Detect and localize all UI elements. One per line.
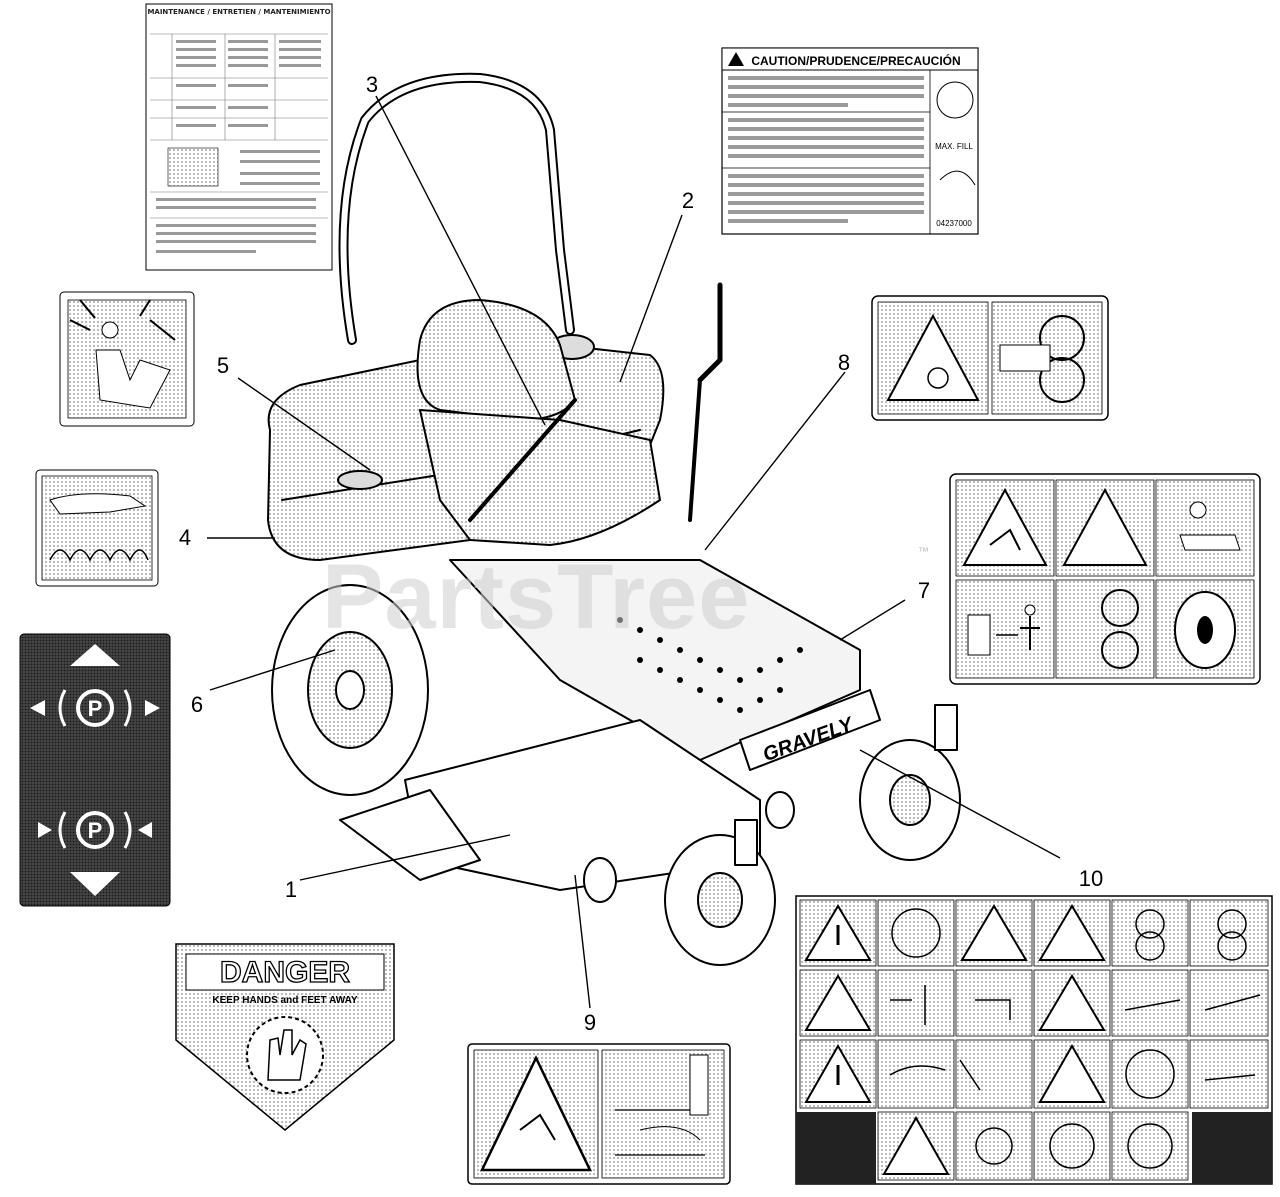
parking-brake-decal: P P <box>19 633 171 907</box>
leader-lines <box>207 95 1061 1009</box>
safety-decal-bottom-two-panel <box>467 1043 731 1185</box>
svg-text:P: P <box>88 696 103 721</box>
maintenance-decal: MAINTENANCE / ENTRETIEN / MANTENIMIENTO <box>145 3 333 271</box>
callout-3: 3 <box>366 72 378 97</box>
callout-2: 2 <box>682 188 694 213</box>
hand-entanglement-decal <box>59 291 195 427</box>
hot-surface-decal <box>35 469 159 587</box>
callout-10: 10 <box>1079 866 1103 891</box>
callout-9: 9 <box>584 1010 596 1035</box>
callout-4: 4 <box>179 525 191 550</box>
callout-5: 5 <box>217 353 229 378</box>
caution-heading: CAUTION/PRUDENCE/PRECAUCIÓN <box>751 53 960 68</box>
caution-part-number: 04237000 <box>936 219 972 228</box>
callout-7: 7 <box>918 578 930 603</box>
maintenance-heading: MAINTENANCE / ENTRETIEN / MANTENIMIENTO <box>147 8 330 16</box>
danger-subtitle: KEEP HANDS and FEET AWAY <box>212 995 358 1006</box>
watermark-trademark: ™ <box>918 546 929 558</box>
safety-decal-grid <box>795 895 1273 1185</box>
safety-decal-two-panel <box>871 295 1109 421</box>
mower-illustration: GRAVELY <box>267 72 961 966</box>
caution-decal: CAUTION/PRUDENCE/PRECAUCIÓN MAX. FILL 04… <box>721 47 979 235</box>
callout-8: 8 <box>838 350 850 375</box>
callout-6: 6 <box>191 692 203 717</box>
svg-text:P: P <box>88 818 103 843</box>
safety-decal-six-panel <box>949 473 1261 685</box>
danger-title: DANGER <box>220 956 350 989</box>
danger-decal: DANGER KEEP HANDS and FEET AWAY <box>175 943 395 1131</box>
callout-numbers: 1 2 3 4 5 6 7 8 9 10 <box>179 72 1103 1035</box>
caution-max-fill: MAX. FILL <box>935 142 973 151</box>
callout-1: 1 <box>285 877 297 902</box>
